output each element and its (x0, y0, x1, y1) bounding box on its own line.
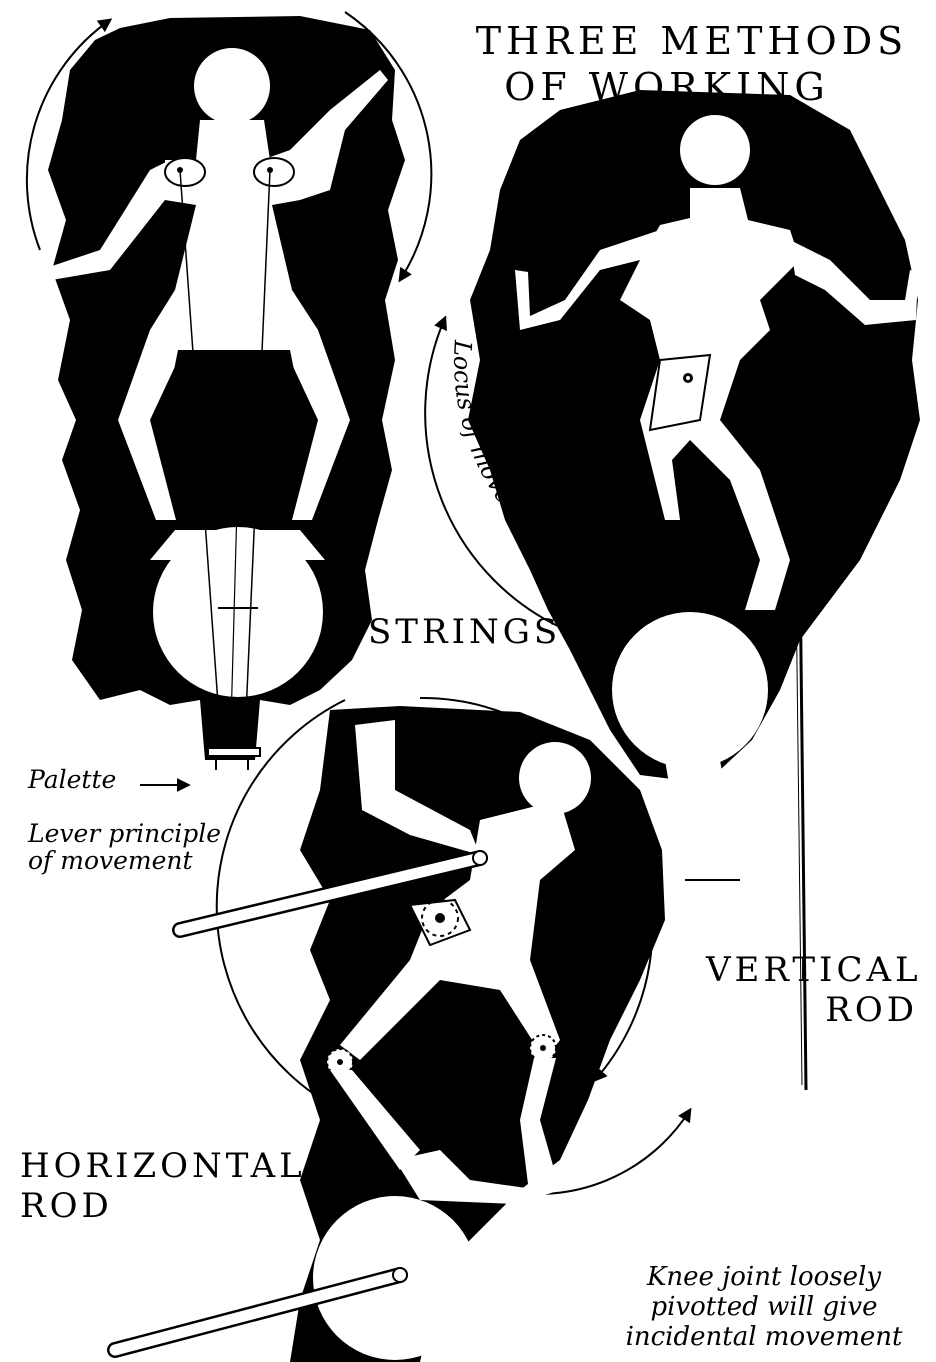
vertical-rod-base-stand (665, 760, 740, 880)
knee-joint-note: Knee joint loosely pivotted will give in… (596, 1262, 932, 1352)
vertical-rod-label-line-1: VERTICAL (706, 950, 918, 990)
strings-left-shoulder-joint (165, 158, 205, 186)
knee-joint-line-3: incidental movement (596, 1322, 932, 1352)
strings-puppet-figure (27, 12, 431, 785)
lever-principle-label: Lever principle of movement (28, 820, 221, 874)
palette-bar (208, 748, 260, 756)
vertical-rod-base-wheel (612, 612, 768, 768)
vertical-rod-hip-plate (650, 355, 710, 430)
horizontal-rod-label-line-2: ROD (20, 1186, 306, 1226)
page-title: THREE METHODS OF WORKING (462, 18, 922, 110)
strings-base-wheel (153, 527, 323, 697)
lever-principle-line-2: of movement (28, 847, 221, 874)
strings-puppet-head (194, 48, 270, 124)
horizontal-rod-label: HORIZONTAL ROD (20, 1146, 306, 1226)
title-line-1: THREE METHODS (462, 18, 922, 64)
knee-joint-line-2: pivotted will give (596, 1292, 932, 1322)
vertical-rod-label: VERTICAL ROD (706, 950, 918, 1030)
strings-right-shoulder-joint (254, 158, 294, 186)
vertical-rod-label-line-2: ROD (706, 990, 918, 1030)
palette-label: Palette (28, 766, 116, 793)
lever-principle-line-1: Lever principle (28, 820, 221, 847)
horizontal-rod-label-line-1: HORIZONTAL (20, 1146, 306, 1186)
knee-joint-line-1: Knee joint loosely (596, 1262, 932, 1292)
title-line-2: OF WORKING (412, 64, 922, 110)
strings-label: STRINGS (368, 612, 561, 652)
vertical-rod-puppet-head (680, 115, 750, 185)
